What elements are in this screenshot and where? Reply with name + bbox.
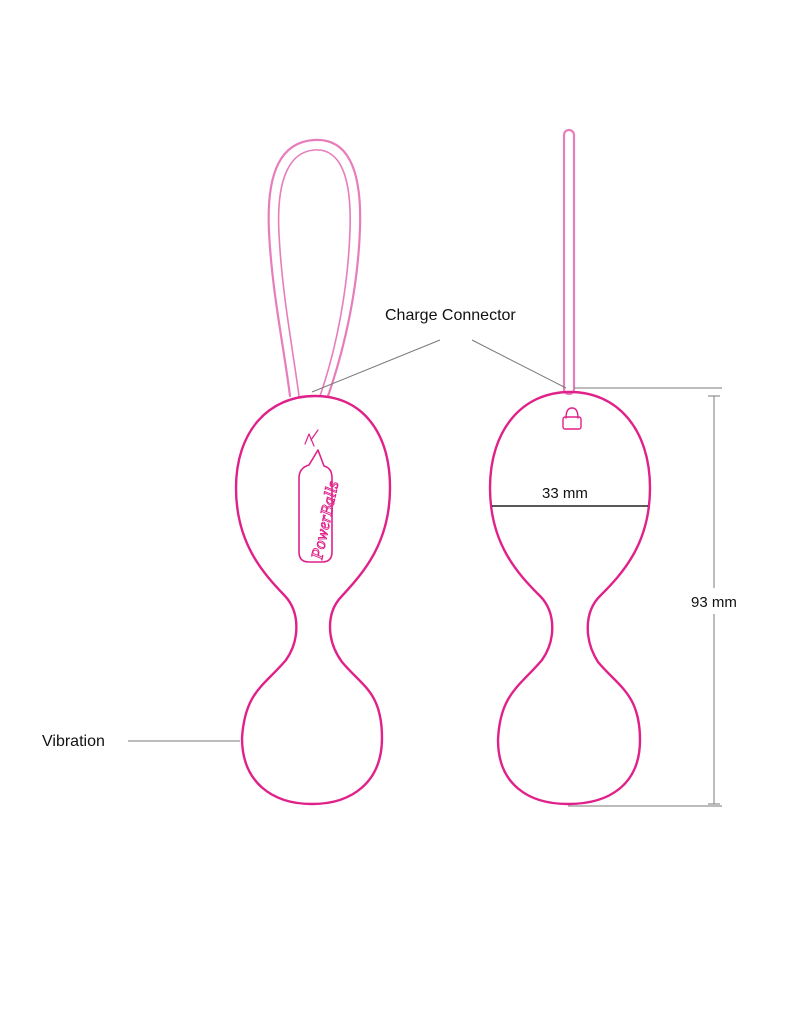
logo-text: PowerBalls <box>307 479 342 562</box>
side-ball-body <box>488 390 652 806</box>
front-ball-body <box>234 394 392 806</box>
retrieval-cord <box>562 128 576 396</box>
powerballs-logo: PowerBalls <box>298 429 343 563</box>
front-view: PowerBalls <box>234 138 392 806</box>
charge-connector-label: Charge Connector <box>385 307 516 324</box>
charge-connector-leader-right <box>471 339 567 389</box>
annotations <box>128 339 722 807</box>
retrieval-loop-inner <box>277 149 351 397</box>
vibration-label: Vibration <box>42 733 105 750</box>
height-dimension-label: 93 mm <box>691 594 737 611</box>
retrieval-loop <box>267 138 362 398</box>
charge-connector-icon <box>562 407 582 430</box>
side-view <box>488 128 652 806</box>
charge-connector-leader-left <box>311 339 441 393</box>
width-dimension-label: 33 mm <box>542 485 588 502</box>
